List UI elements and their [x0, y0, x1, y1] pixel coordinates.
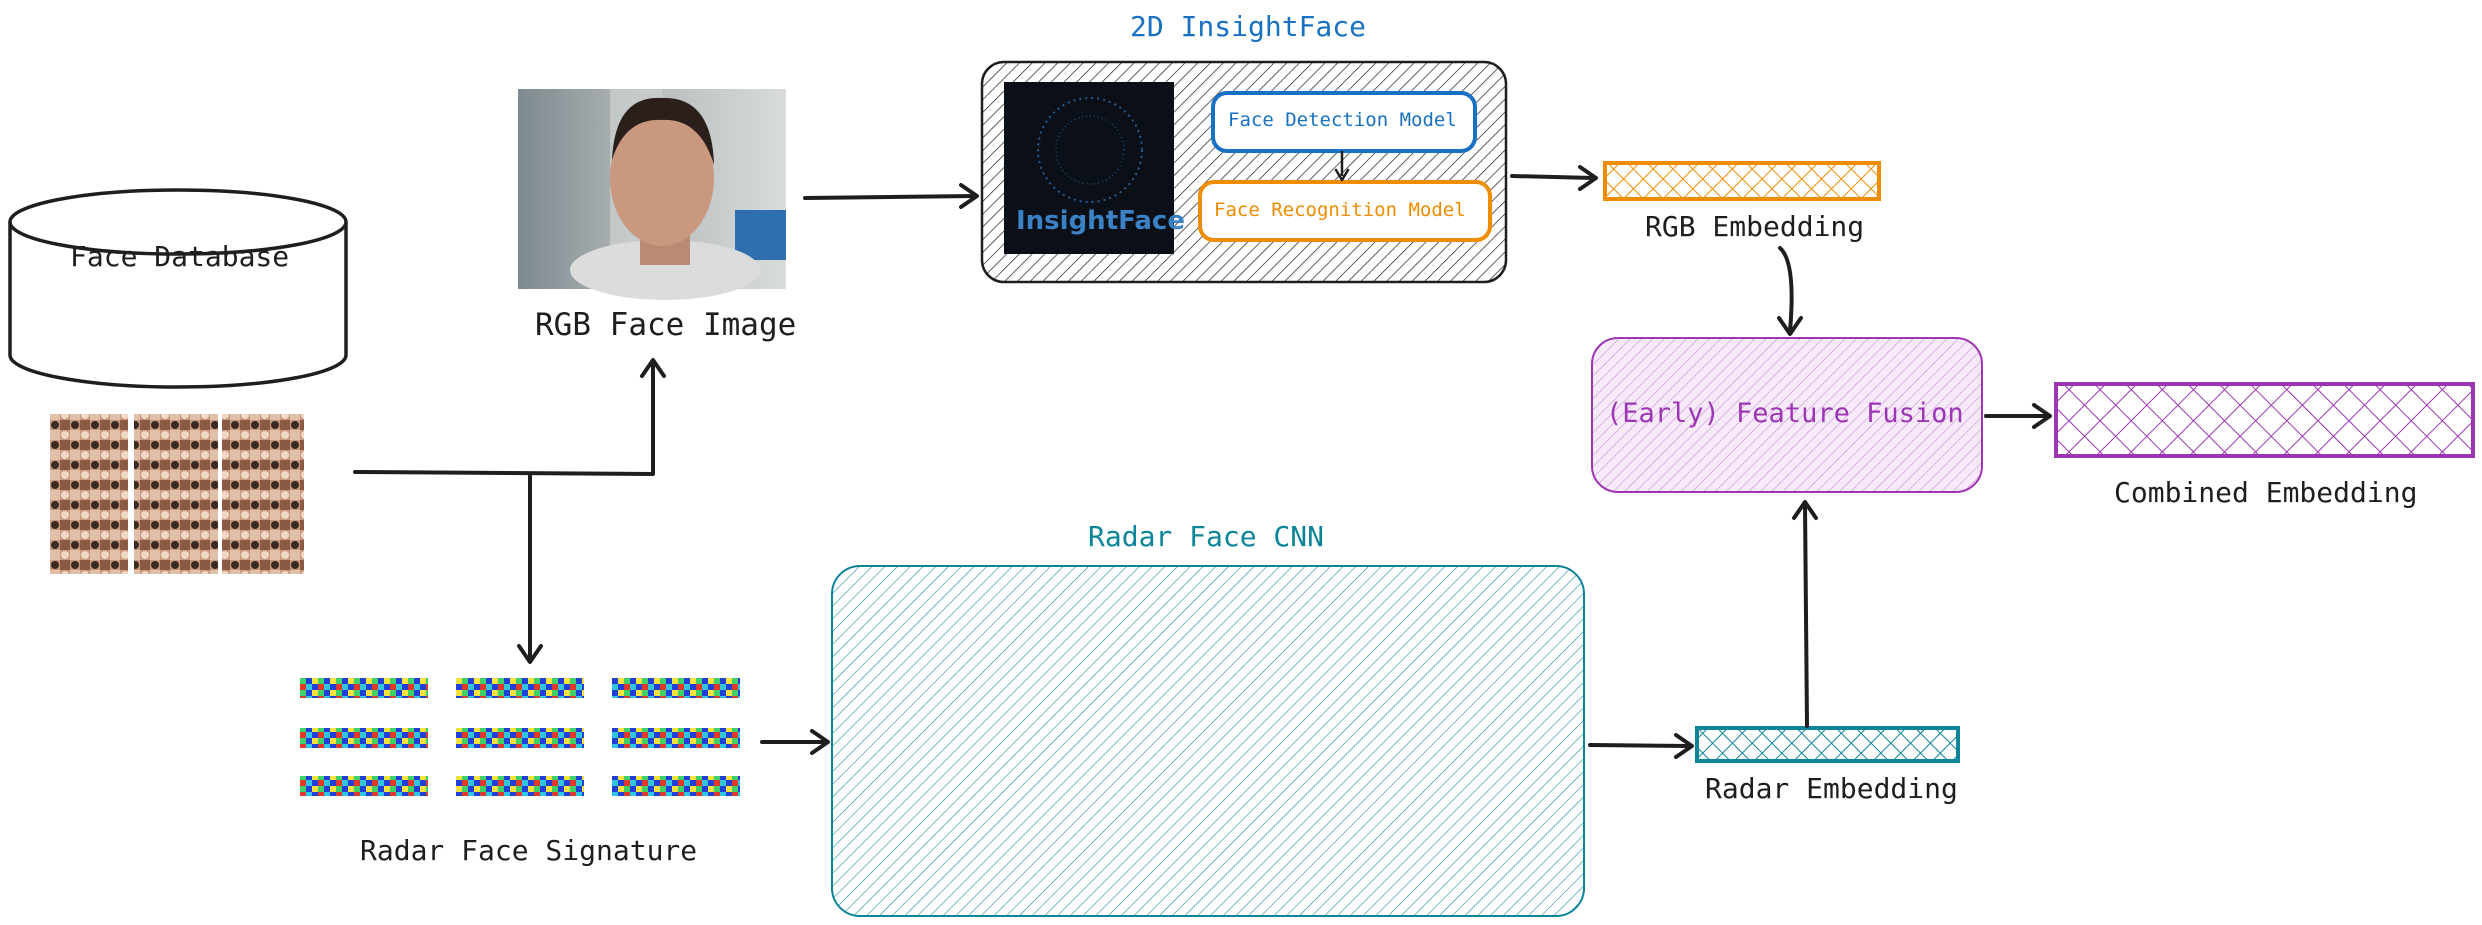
radar-signature-heatmaps [300, 678, 740, 796]
face-database-cylinder [8, 188, 348, 574]
db-to-radar-arrow [517, 472, 543, 664]
radar-embedding-to-fusion-arrow [1792, 500, 1818, 728]
face-detection-model-box [1211, 91, 1477, 153]
rgb-face-image-label: RGB Face Image [535, 307, 797, 343]
radar-embedding-bar [1695, 726, 1960, 763]
heatmap-4 [300, 728, 428, 748]
rgb-embedding-bar [1603, 161, 1881, 201]
insightface-container [980, 60, 1508, 284]
face-detection-model-label: Face Detection Model [1228, 109, 1457, 131]
insightface-logo-text: InsightFace [1016, 206, 1185, 236]
insightface-logo [1004, 82, 1174, 254]
radar-face-signature-label: Radar Face Signature [360, 834, 698, 867]
face-recognition-model-label: Face Recognition Model [1214, 199, 1466, 221]
face-recognition-model-box [1198, 180, 1492, 242]
rgb-embedding-label: RGB Embedding [1645, 210, 1865, 243]
combined-embedding-label: Combined Embedding [2114, 476, 2418, 509]
heatmap-2 [456, 678, 584, 698]
signature-to-cnn-arrow [760, 729, 830, 755]
rgb-to-insightface-arrow [803, 183, 979, 209]
insightface-to-rgb-embedding-arrow [1510, 165, 1598, 191]
face-database-label: Face Database [70, 240, 290, 273]
face-collage-image [50, 414, 304, 574]
heatmap-5 [456, 728, 584, 748]
insightface-title: 2D InsightFace [1130, 10, 1367, 43]
radar-embedding-label: Radar Embedding [1705, 772, 1958, 805]
rgb-embedding-to-fusion-arrow [1777, 246, 1803, 336]
db-to-rgb-arrow [353, 358, 666, 476]
heatmap-3 [612, 678, 740, 698]
radar-face-cnn-title: Radar Face CNN [1088, 520, 1325, 553]
heatmap-7 [300, 776, 428, 796]
rgb-face-photo [518, 89, 786, 300]
heatmap-1 [300, 678, 428, 698]
feature-fusion-label: (Early) Feature Fusion [1606, 398, 1964, 429]
combined-embedding-bar [2054, 382, 2475, 458]
fusion-to-combined-arrow [1984, 403, 2052, 429]
cnn-to-radar-embedding-arrow [1588, 733, 1694, 759]
heatmap-9 [612, 776, 740, 796]
heatmap-6 [612, 728, 740, 748]
radar-face-cnn-box [831, 565, 1585, 917]
heatmap-8 [456, 776, 584, 796]
